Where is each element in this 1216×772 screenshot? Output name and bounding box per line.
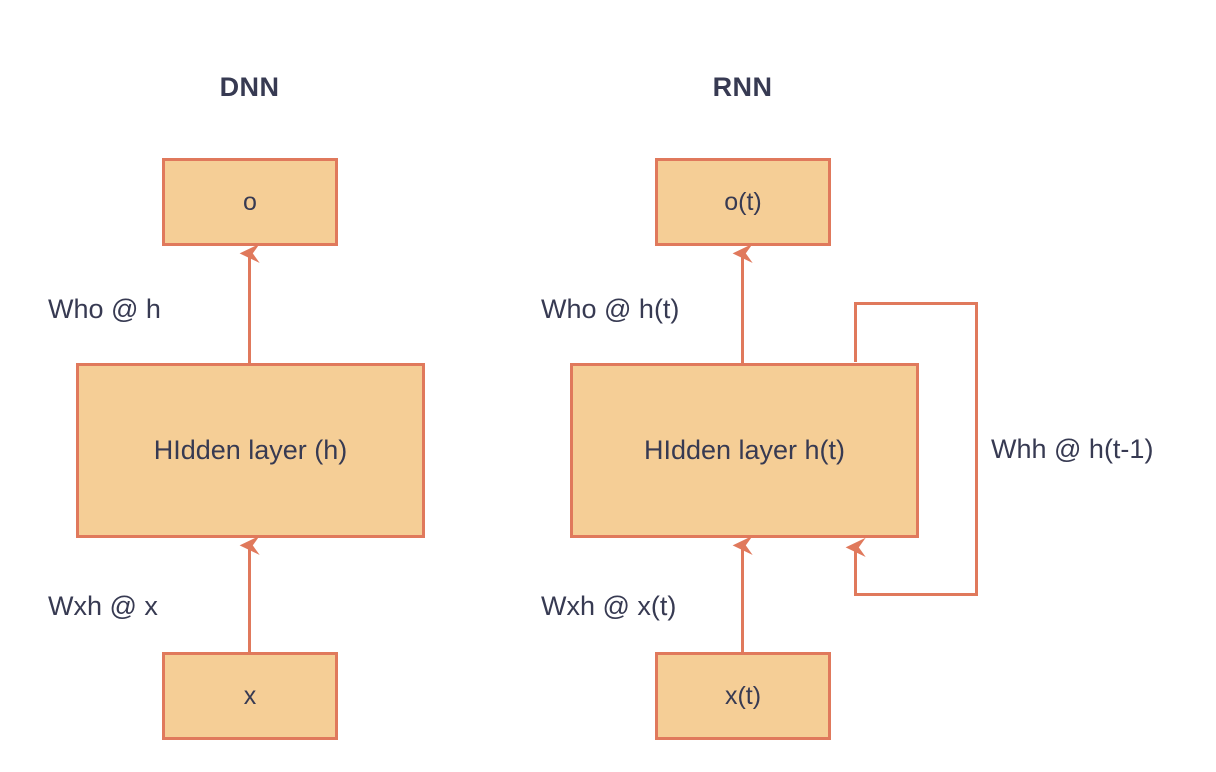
node-dnn-output[interactable]: o xyxy=(162,158,338,246)
node-dnn-hidden-label: HIdden layer (h) xyxy=(153,435,348,465)
node-rnn-hidden[interactable]: HIdden layer h(t) xyxy=(570,363,919,538)
arrow-rnn-recurrent-loop xyxy=(845,302,978,596)
node-rnn-hidden-label: HIdden layer h(t) xyxy=(643,435,846,465)
edge-label-dnn-hidden-to-output: Who @ h xyxy=(48,294,161,324)
edge-label-rnn-hidden-to-output: Who @ h(t) xyxy=(541,294,680,324)
edge-label-rnn-input-to-hidden: Wxh @ x(t) xyxy=(541,591,677,621)
node-dnn-input[interactable]: x xyxy=(162,652,338,740)
node-rnn-output[interactable]: o(t) xyxy=(655,158,831,246)
node-dnn-input-label: x xyxy=(243,681,257,710)
node-rnn-input[interactable]: x(t) xyxy=(655,652,831,740)
node-dnn-hidden[interactable]: HIdden layer (h) xyxy=(76,363,425,538)
panel-title-dnn: DNN xyxy=(219,72,280,102)
node-rnn-input-label: x(t) xyxy=(724,681,762,710)
node-rnn-output-label: o(t) xyxy=(724,187,762,216)
edge-label-dnn-input-to-hidden: Wxh @ x xyxy=(48,591,158,621)
panel-title-rnn: RNN xyxy=(712,72,773,102)
edge-label-rnn-recurrent: Whh @ h(t-1) xyxy=(991,434,1154,464)
node-dnn-output-label: o xyxy=(243,187,257,216)
